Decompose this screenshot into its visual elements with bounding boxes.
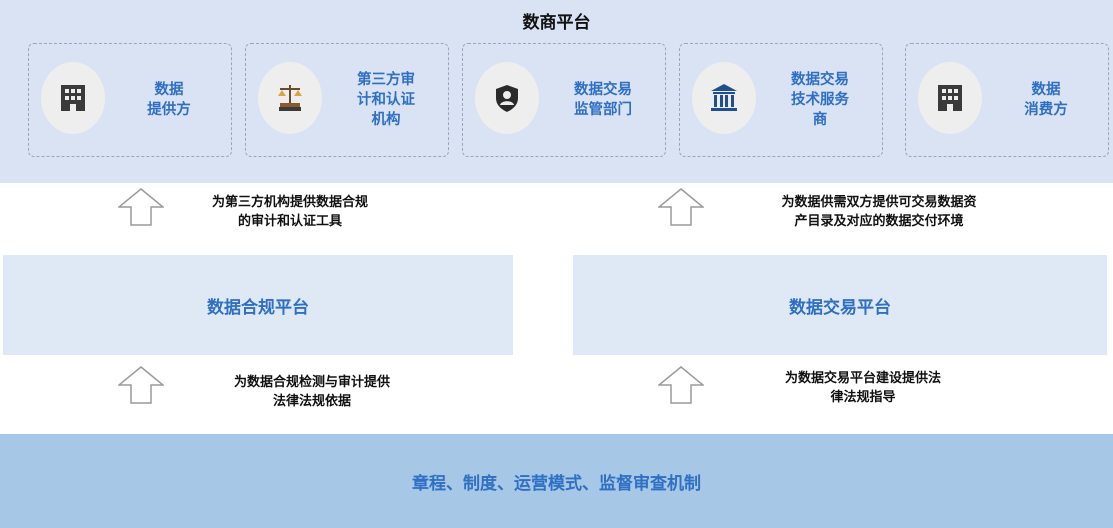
card-regulator: 数据交易 监管部门	[462, 43, 666, 157]
institution-icon	[711, 84, 737, 111]
card-tech-service-provider: 数据交易 技术服务 商	[679, 43, 883, 157]
note-compliance-tools: 为第三方机构提供数据合规 的审计和认证工具	[211, 195, 368, 229]
building-icon	[61, 85, 85, 111]
data-merchant-platform-band: 数商平台 数据 提供方	[0, 0, 1113, 183]
card-icon-circle	[258, 62, 322, 134]
card-label: 数据 消费方	[1024, 82, 1068, 118]
data-trading-platform: 数据交易平台	[573, 255, 1107, 355]
card-icon-circle	[918, 62, 982, 134]
justice-scales-icon	[278, 85, 302, 111]
card-data-consumer: 数据 消费方	[905, 43, 1109, 157]
building-icon	[938, 85, 962, 111]
card-icon-circle	[475, 62, 539, 134]
card-icon-circle	[41, 62, 105, 134]
shield-user-icon	[496, 85, 518, 112]
card-icon-circle	[692, 62, 756, 134]
data-merchant-platform-title: 数商平台	[522, 13, 591, 33]
note-legal-guidance: 为数据交易平台建设提供法 律法规指导	[784, 371, 941, 405]
card-label: 数据 提供方	[147, 82, 191, 118]
up-arrow-icon	[118, 366, 164, 404]
up-arrow-icon	[118, 188, 164, 226]
note-trading-catalog: 为数据供需双方提供可交易数据资 产目录及对应的数据交付环境	[781, 195, 977, 229]
card-label: 数据交易 监管部门	[574, 82, 632, 118]
up-arrow-icon	[658, 188, 704, 226]
card-third-party-auditor: 第三方审 计和认证 机构	[245, 43, 449, 157]
card-label: 第三方审 计和认证 机构	[357, 72, 415, 128]
data-compliance-platform: 数据合规平台	[3, 255, 513, 355]
up-arrow-icon	[658, 366, 704, 404]
note-legal-basis: 为数据合规检测与审计提供 法律法规依据	[233, 375, 390, 409]
governance-foundation-band: 章程、制度、运营模式、监督审查机制	[0, 434, 1113, 528]
card-label: 数据交易 技术服务 商	[791, 72, 849, 128]
card-data-provider: 数据 提供方	[28, 43, 232, 157]
